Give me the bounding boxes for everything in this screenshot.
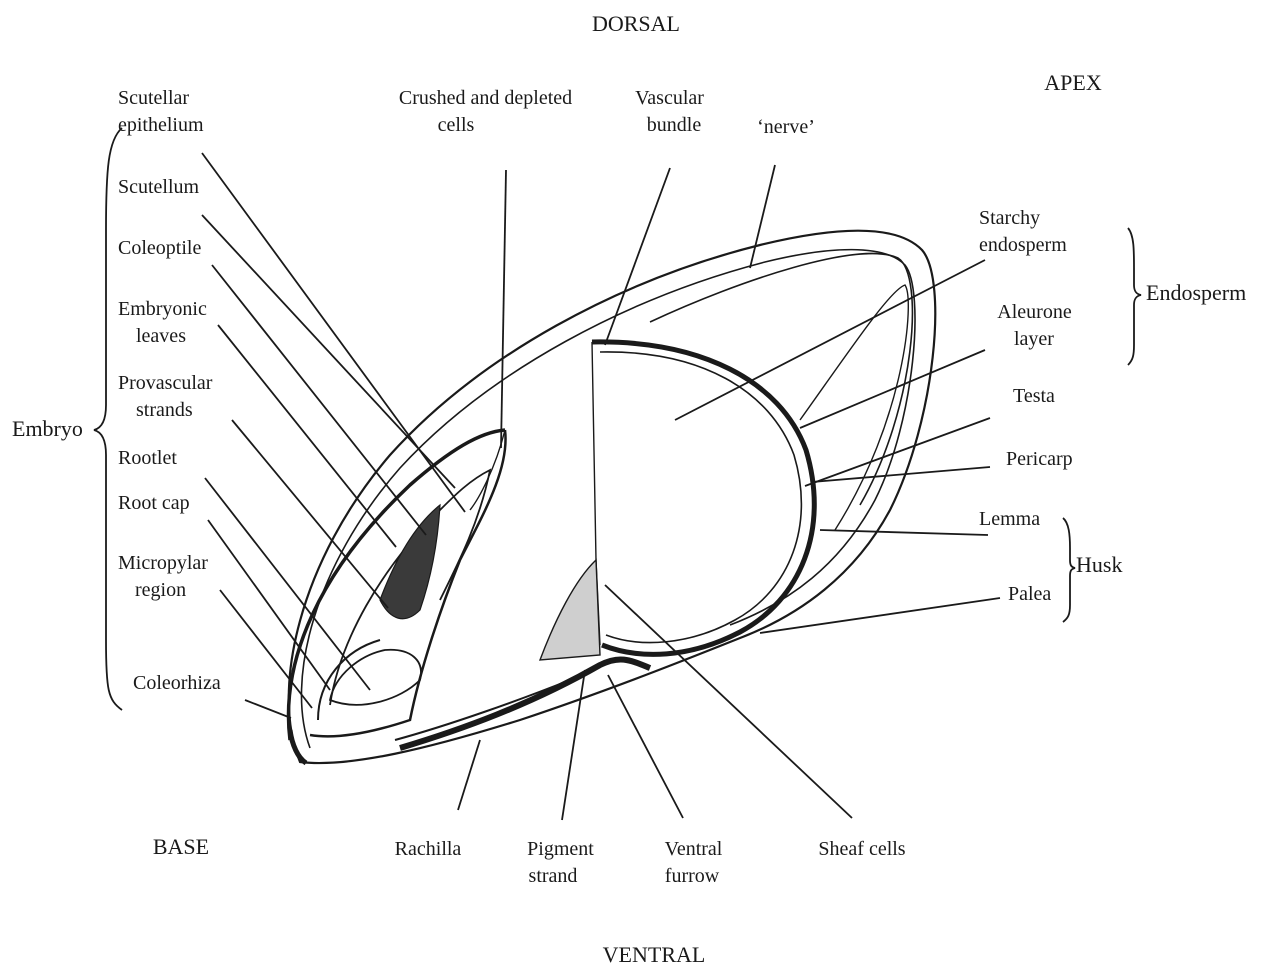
ventral-band bbox=[400, 659, 650, 748]
coleoptile-label: Coleoptile bbox=[118, 237, 201, 259]
root-cap-label: Root cap bbox=[118, 492, 190, 514]
starchy-endosperm-label: Starchy endosperm bbox=[979, 207, 1067, 256]
base-tip bbox=[290, 730, 306, 763]
rachilla-label: Rachilla bbox=[395, 838, 462, 860]
part-labels-top: Crushed and depleted cells Vascular bund… bbox=[399, 87, 815, 138]
ventral-furrow-label: Ventral furrow bbox=[665, 838, 728, 887]
nerve-label: ‘nerve’ bbox=[757, 116, 815, 138]
scutellar-epithelium-label: Scutellar epithelium bbox=[118, 87, 204, 136]
part-labels-bottom: Rachilla Pigment strand Ventral furrow S… bbox=[395, 838, 906, 887]
pericarp-label: Pericarp bbox=[1006, 448, 1073, 470]
orientation-labels: DORSAL VENTRAL APEX BASE bbox=[153, 11, 1102, 967]
apex-label: APEX bbox=[1044, 70, 1102, 95]
rootlet-label: Rootlet bbox=[118, 447, 177, 469]
dorsal-label: DORSAL bbox=[592, 11, 680, 36]
lemma-layer bbox=[650, 254, 912, 505]
part-labels-left: Scutellar epithelium Scutellum Coleoptil… bbox=[118, 87, 221, 694]
husk-brace bbox=[1063, 518, 1075, 622]
aleurone-layer-label: Aleurone layer bbox=[997, 301, 1076, 350]
endosperm-outline bbox=[592, 342, 814, 654]
vascular-bundle-label: Vascular bundle bbox=[635, 87, 709, 136]
provascular-strands-label: Provascular strands bbox=[118, 372, 217, 421]
pigment-strand-label: Pigment strand bbox=[527, 838, 599, 887]
embryo-label: Embryo bbox=[12, 416, 83, 441]
testa-label: Testa bbox=[1013, 385, 1055, 407]
group-labels: Embryo Endosperm Husk bbox=[12, 280, 1246, 577]
embryo-brace bbox=[94, 128, 122, 710]
scutellum-label: Scutellum bbox=[118, 176, 200, 198]
part-labels-right: Starchy endosperm Aleurone layer Testa P… bbox=[979, 207, 1077, 605]
embryonic-leaves-shape bbox=[380, 505, 440, 619]
micropylar-region-label: Micropylar region bbox=[118, 552, 213, 601]
rootlet-shape bbox=[330, 650, 421, 705]
endosperm-brace bbox=[1128, 228, 1141, 365]
crushed-depleted-cells-label: Crushed and depleted cells bbox=[399, 87, 577, 136]
endosperm-label: Endosperm bbox=[1146, 280, 1246, 305]
ventral-label: VENTRAL bbox=[603, 942, 706, 967]
base-label: BASE bbox=[153, 834, 209, 859]
sheaf-cells-label: Sheaf cells bbox=[818, 838, 905, 860]
coleorhiza-shape bbox=[318, 640, 380, 720]
pigment-strand-shape bbox=[540, 560, 600, 660]
coleorhiza-label: Coleorhiza bbox=[133, 672, 221, 694]
lemma-label: Lemma bbox=[979, 508, 1040, 530]
palea-label: Palea bbox=[1008, 583, 1051, 605]
embryonic-leaves-label: Embryonic leaves bbox=[118, 298, 212, 347]
husk-label: Husk bbox=[1076, 552, 1122, 577]
